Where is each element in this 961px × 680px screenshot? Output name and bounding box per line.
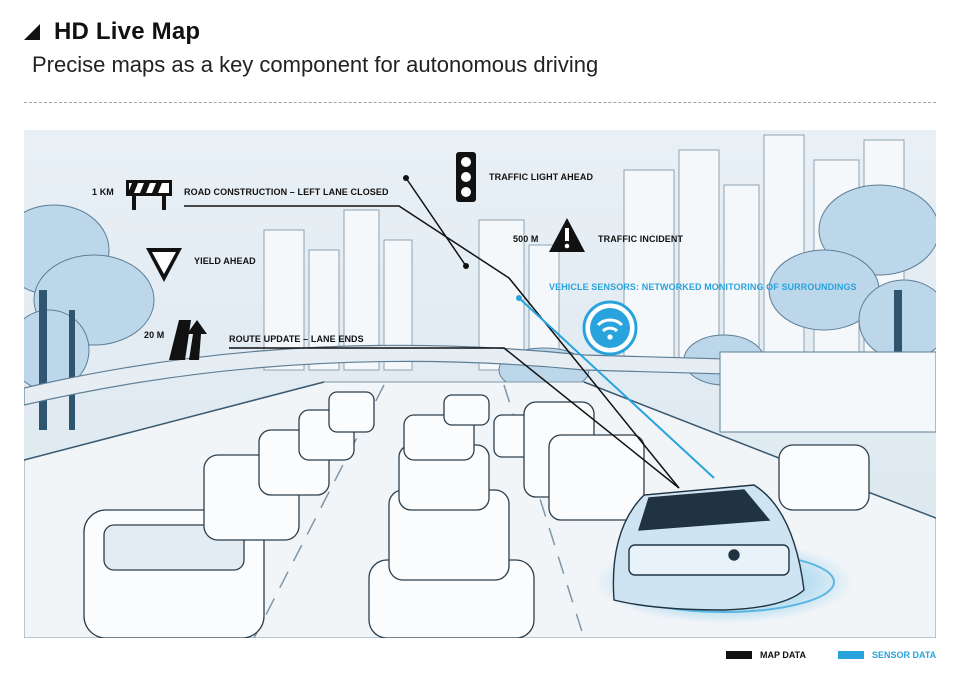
- page-subtitle: Precise maps as a key component for auto…: [32, 52, 599, 77]
- incident-label: TRAFFIC INCIDENT: [598, 234, 684, 244]
- page-title: HD Live Map: [54, 18, 201, 45]
- incident-distance: 500 M: [513, 234, 539, 244]
- construction-barrier-icon: [126, 180, 172, 210]
- legend-sensor-label: SENSOR DATA: [872, 650, 937, 660]
- title-triangle-icon: [24, 24, 40, 40]
- legend-sensor-data: SENSOR DATA: [838, 650, 936, 660]
- route-label: ROUTE UPDATE – LANE ENDS: [229, 334, 364, 344]
- construction-label: ROAD CONSTRUCTION – LEFT LANE CLOSED: [184, 187, 389, 197]
- warning-triangle-icon: [549, 218, 585, 252]
- legend-sensor-swatch: [838, 651, 864, 659]
- yield-label: YIELD AHEAD: [194, 256, 256, 266]
- sensor-label: VEHICLE SENSORS: NETWORKED MONITORING OF…: [549, 282, 857, 292]
- header: HD Live Map Precise maps as a key compon…: [24, 18, 598, 78]
- scene-drawing: [24, 130, 936, 638]
- legend-map-data: MAP DATA: [726, 650, 806, 660]
- lane-ends-icon: [169, 320, 207, 360]
- traffic-cars: [83, 391, 870, 638]
- traffic-light-icon: [456, 152, 476, 202]
- legend-map-swatch: [726, 651, 752, 659]
- traffic-light-label: TRAFFIC LIGHT AHEAD: [489, 172, 594, 182]
- map-data-lines: [184, 177, 680, 489]
- route-distance: 20 M: [144, 330, 165, 340]
- construction-distance: 1 KM: [92, 187, 114, 197]
- legend-map-label: MAP DATA: [760, 650, 806, 660]
- dashed-divider: [24, 102, 936, 103]
- wifi-sensor-icon: [582, 300, 638, 356]
- autonomous-car: [612, 484, 805, 611]
- highway-illustration: 1 KM ROAD CONSTRUCTION – LEFT LANE CLOSE…: [24, 130, 936, 638]
- yield-sign-icon: [146, 248, 182, 282]
- sensor-data-line: [518, 297, 715, 479]
